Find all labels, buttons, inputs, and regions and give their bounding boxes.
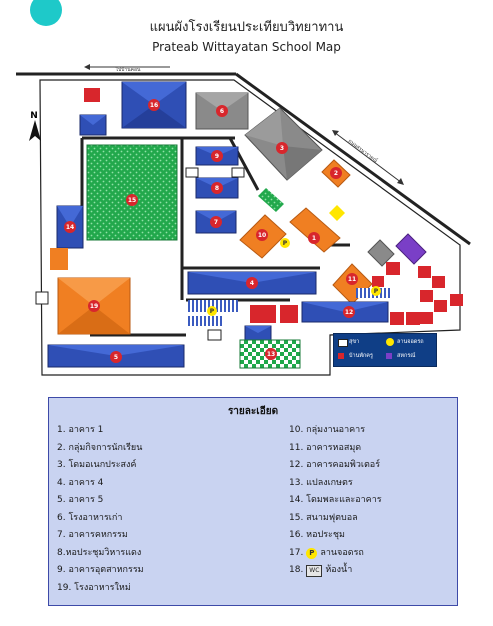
side-road-arrow-head [397,178,404,185]
green-small-plot [258,188,284,212]
parking-p-3: P [374,288,379,295]
red-building-mid2 [280,305,298,323]
label-19: 19 [90,303,98,310]
legend-17-text: ลานจอดรถ [320,547,364,558]
legend-item: 9. อาคารอุตสาหกรรม [57,565,144,575]
side-road-arrow [333,131,403,184]
red-building-mid [250,305,276,323]
label-12: 12 [345,309,353,316]
legend-item: 10. กลุ่มงานอาคาร [289,425,366,435]
label-15: 15 [128,197,136,204]
legend-18-number: 18. [289,565,304,575]
school-map: ไปบ้านคอน ถนนสุรนารายณ์ N [16,64,471,376]
road-arrow-head [84,64,90,70]
legend-item: 5. อาคาร 5 [57,495,104,505]
legend-17-number: 17. [289,547,304,558]
teacher-houses [372,262,463,325]
inset-toilet-label: สุขา [349,339,360,345]
parking-badges: P P P [207,238,381,316]
label-2: 2 [334,170,338,177]
parking-area-1 [188,300,238,312]
legend-item: 19. โรงอาหารใหม่ [57,582,131,593]
toilet-icon-left [35,291,49,305]
legend-item: 1. อาคาร 1 [57,425,104,435]
toilet-icon-mid2 [231,167,245,178]
label-9: 9 [215,153,219,160]
compass: N [29,111,41,141]
toilet-icon-mid1 [185,167,199,178]
map-inset-legend: สุขา ลานจอดรถ บ้านพักครู สหกรณ์ [333,333,437,367]
legend-item: 12. อาคารคอมพิวเตอร์ [289,460,381,470]
legend-item-18: 18. WC ห้องน้ำ [289,562,382,580]
legend-item: 14. โดมพละและอาคาร [289,495,382,505]
coop-icon [386,353,392,359]
label-14: 14 [66,224,74,231]
legend-panel: รายละเอียด 1. อาคาร 1 2. กลุ่มกิจการนักเ… [48,397,458,606]
parking-icon: P [306,547,318,559]
number-badges: 16 6 3 2 15 14 9 8 7 10 1 4 11 19 12 13 … [64,99,358,363]
toilet-icon [338,339,348,347]
label-1: 1 [312,235,316,242]
legend-item: 11. อาคารหอสมุด [289,442,362,453]
legend-18-text: ห้องน้ำ [325,565,353,575]
parking-p-1: P [283,240,288,247]
map-title-english: Prateab Wittayatan School Map [152,40,341,54]
map-title-thai: แผนผังโรงเรียนประเทียบวิทยาทาน [149,20,344,35]
label-7: 7 [214,219,218,226]
legend-item: 8.หอประชุมวิหารแดง [57,547,142,558]
legend-item: 3. โดมอเนกประสงค์ [57,460,137,470]
orange-small-left [50,248,68,270]
top-road-label: ไปบ้านคอน [115,66,141,73]
legend-item: 13. แปลงเกษตร [289,477,353,488]
label-3: 3 [280,145,284,152]
legend-right-column: 10. กลุ่มงานอาคาร 11. อาคารหอสมุด 12. อา… [289,422,382,580]
legend-item-17: 17. P ลานจอดรถ [289,545,382,563]
building-6 [195,92,249,130]
small-blue-topleft [79,114,107,136]
parking-area-2 [188,316,222,326]
legend-title: รายละเอียด [227,406,279,417]
compass-north-label: N [30,111,38,121]
toilet-icon: WC [306,564,323,577]
inset-coop-label: สหกรณ์ [397,353,416,359]
building-16 [121,81,187,129]
house-icon [338,353,344,359]
legend-item: 7. อาคารคหกรรม [57,530,128,540]
side-road-arrow-tail [332,130,339,136]
small-blue-building [244,325,272,341]
label-13: 13 [267,351,275,358]
legend-item: 16. หอประชุม [289,530,345,540]
side-road-label: ถนนสุรนารายณ์ [347,138,379,165]
legend-item: 6. โรงอาหารเก่า [57,512,123,523]
label-8: 8 [215,185,219,192]
toilet-icon-low [207,329,222,341]
legend-left-column: 1. อาคาร 1 2. กลุ่มกิจการนักเรียน 3. โดม… [57,422,144,597]
legend-item: 4. อาคาร 4 [57,477,104,488]
inset-parking-label: ลานจอดรถ [397,339,424,345]
label-4: 4 [250,280,254,287]
decorative-dot [30,0,62,26]
label-11: 11 [348,276,356,283]
legend-item: 15. สนามฟุตบอล [289,512,358,523]
parking-icon [386,338,394,346]
label-5: 5 [114,354,118,361]
legend-item: 2. กลุ่มกิจการนักเรียน [57,442,143,453]
side-road [235,72,471,246]
red-house-topleft [84,88,100,102]
label-16: 16 [150,102,158,109]
parking-p-2: P [210,308,215,315]
label-10: 10 [258,232,266,239]
inset-housing-label: บ้านพักครู [349,353,373,359]
football-field-15 [86,144,178,241]
grey-small-building [367,239,395,267]
cooperative-building [395,233,427,265]
yellow-diamond [329,205,345,221]
label-6: 6 [220,108,224,115]
